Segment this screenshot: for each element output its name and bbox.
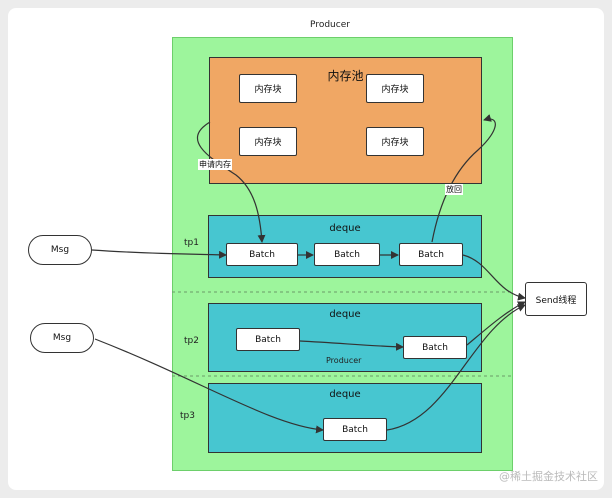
- batch-to-send-arrow: [462, 254, 526, 301]
- msg-to-batch-arrow: [91, 249, 227, 259]
- batch-to-send-arrow: [466, 301, 526, 346]
- batch-chain-arrow: [299, 340, 404, 351]
- deque-title: deque: [329, 223, 361, 234]
- send-thread-node: Send线程: [525, 282, 587, 316]
- batch-box: Batch: [314, 243, 380, 266]
- memory-pool-title: 内存池: [327, 69, 364, 83]
- producer-title: Producer: [310, 20, 350, 30]
- memory-block: 内存块: [239, 74, 297, 103]
- partition-label-tp2: tp2: [184, 336, 199, 346]
- memory-block: 内存块: [366, 127, 424, 156]
- batch-to-send-arrow: [386, 304, 526, 431]
- batch-box: Batch: [236, 328, 300, 351]
- deque-title: deque: [329, 389, 361, 400]
- memory-block: 内存块: [239, 127, 297, 156]
- batch-box: Batch: [403, 336, 467, 359]
- batch-box: Batch: [226, 243, 298, 266]
- msg-node: Msg: [28, 235, 92, 265]
- msg-to-batch-arrow: [94, 338, 324, 434]
- allocate-memory-label: 申请内存: [198, 159, 232, 170]
- partition-label-tp3: tp3: [180, 411, 195, 421]
- release-arrow: [431, 114, 496, 243]
- watermark: @稀土掘金技术社区: [499, 470, 598, 483]
- memory-block: 内存块: [366, 74, 424, 103]
- deque-inner-label: Producer: [326, 356, 362, 365]
- batch-box: Batch: [399, 243, 463, 266]
- partition-label-tp1: tp1: [184, 238, 199, 248]
- allocate-arrow: [196, 121, 266, 243]
- batch-box: Batch: [323, 418, 387, 441]
- deque-title: deque: [329, 309, 361, 320]
- release-label: 放回: [445, 184, 463, 195]
- msg-node: Msg: [30, 323, 94, 353]
